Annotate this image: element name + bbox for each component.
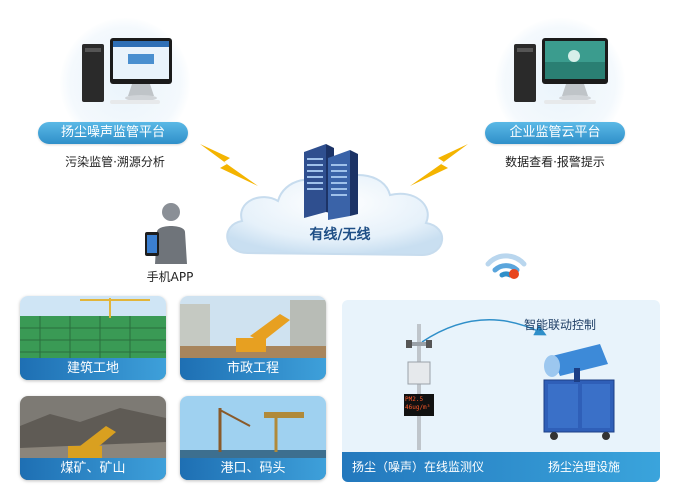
site-card-municipal: 市政工程: [180, 296, 326, 380]
site-label-port: 港口、码头: [180, 458, 326, 480]
fog-cannon-icon: [543, 344, 615, 440]
person-with-phone-icon: [145, 203, 187, 264]
site-label-municipal: 市政工程: [180, 358, 326, 380]
monitor-display-text: PM2.5 46ug/m³: [405, 396, 431, 411]
left-platform-title: 扬尘噪声监管平台: [38, 122, 188, 144]
site-card-mining: 煤矿、矿山: [20, 396, 166, 480]
monitor-label: 扬尘（噪声）在线监测仪: [352, 460, 485, 474]
site-label-construction: 建筑工地: [20, 358, 166, 380]
site-label-mining: 煤矿、矿山: [20, 458, 166, 480]
device-panel-footer: 扬尘（噪声）在线监测仪 扬尘治理设施: [342, 452, 660, 482]
site-card-port: 港口、码头: [180, 396, 326, 480]
network-label: 有线/无线: [309, 227, 371, 243]
right-computer-icon: [514, 38, 608, 104]
left-lightning-icon: [200, 144, 258, 186]
left-platform-subtitle: 污染监管·溯源分析: [65, 155, 165, 169]
link-arrow: [421, 319, 547, 343]
dust-monitor-icon: [404, 324, 434, 450]
device-panel: 智能联动控制 PM2.5 46ug/m³ 扬尘（噪声）在线监测仪 扬尘治理设施: [342, 300, 660, 482]
right-platform-title: 企业监管云平台: [485, 122, 625, 144]
right-lightning-icon: [410, 144, 468, 186]
left-computer-icon: [82, 38, 172, 104]
server-rack-icon: [304, 144, 358, 220]
site-card-construction: 建筑工地: [20, 296, 166, 380]
link-control-label: 智能联动控制: [524, 318, 597, 332]
mobile-app-label: 手机APP: [146, 270, 194, 284]
sprayer-label: 扬尘治理设施: [548, 460, 621, 474]
wifi-icon: [485, 253, 527, 279]
right-platform-subtitle: 数据查看·报警提示: [505, 155, 605, 169]
